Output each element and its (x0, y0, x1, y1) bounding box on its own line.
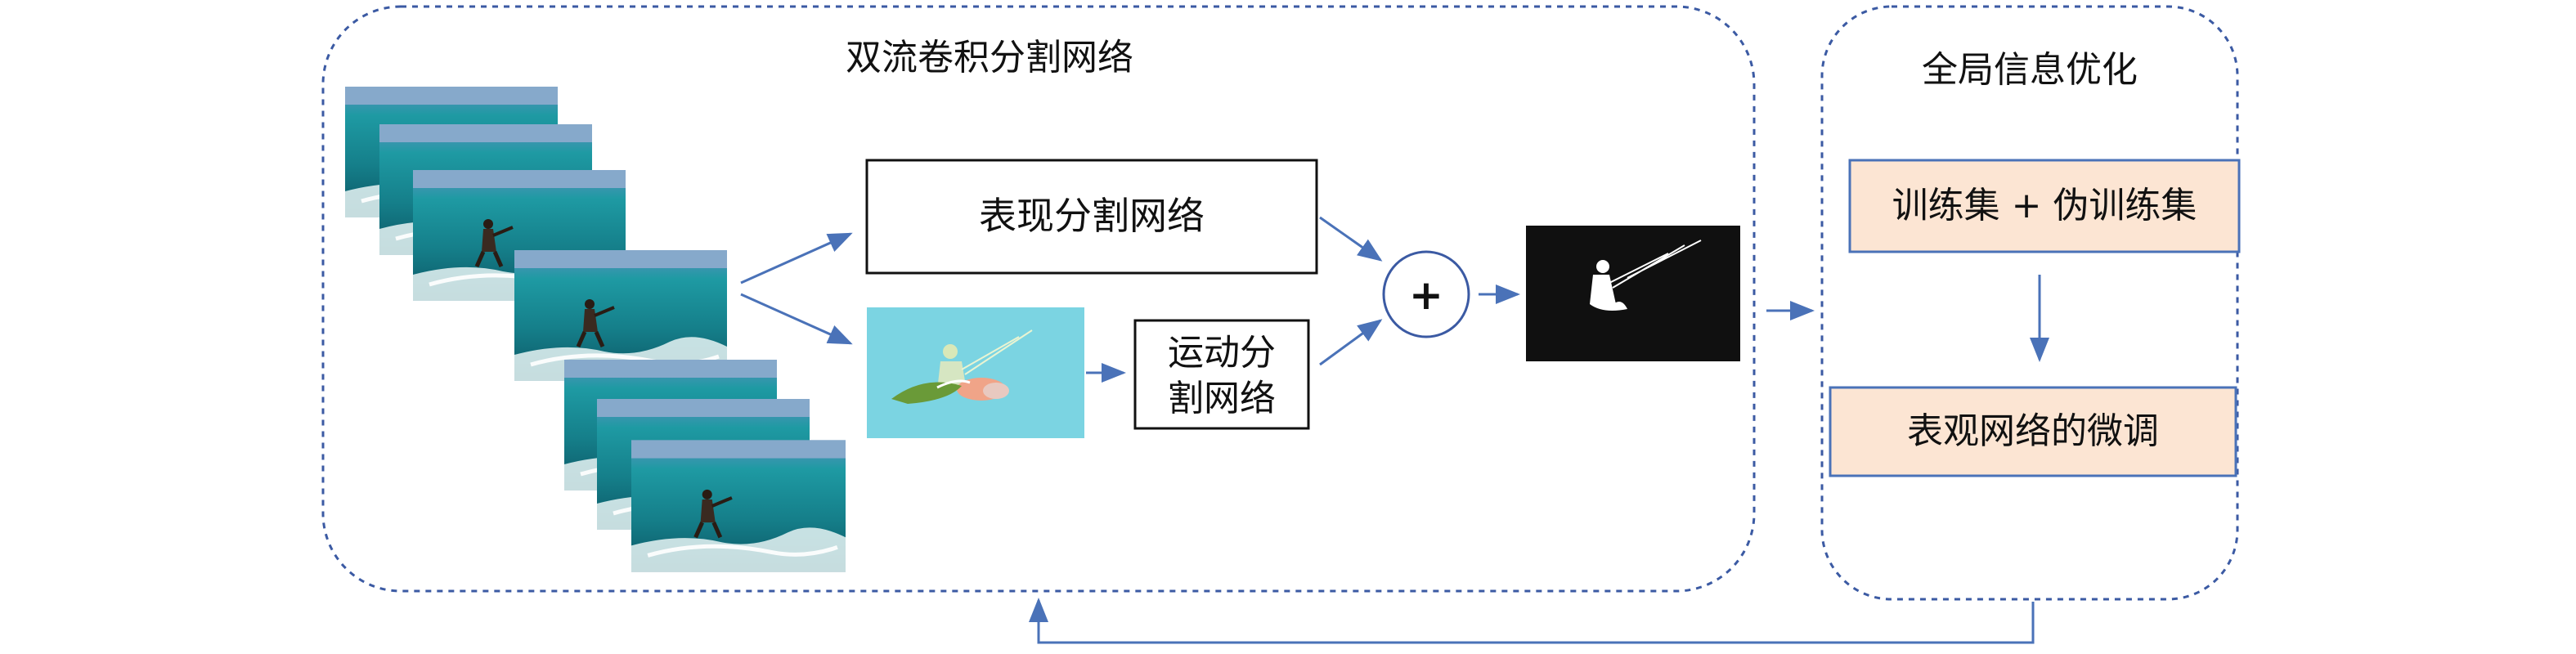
segmentation-mask-image (1526, 226, 1740, 361)
feedback-loop-arrow (1029, 598, 2035, 644)
left-panel-title: 双流卷积分割网络 (846, 37, 1133, 78)
arrow-motion-to-fusion (1319, 319, 1383, 366)
train-set-box (1848, 159, 2241, 253)
fusion-symbol: + (1409, 271, 1443, 319)
right-panel-title: 全局信息优化 (1922, 49, 2138, 91)
train-set-label: 训练集 + 伪训练集 (1892, 185, 2197, 226)
arrow-frames-to-flow (740, 293, 853, 345)
finetune-box (1829, 386, 2237, 477)
motion-net-box (1133, 319, 1310, 430)
finetune-label: 表观网络的微调 (1907, 410, 2159, 452)
appearance-net-box (865, 159, 1318, 275)
left-panel (321, 5, 1756, 593)
motion-net-label-line1: 运动分 (1168, 332, 1276, 374)
optical-flow-image (867, 307, 1084, 438)
arrow-appearance-to-fusion (1319, 216, 1383, 262)
fusion-node (1382, 250, 1470, 338)
arrow-frames-to-appearance (740, 232, 853, 284)
video-frames-stack (345, 87, 846, 572)
right-panel (1820, 5, 2239, 601)
motion-net-label-line2: 割网络 (1168, 378, 1276, 419)
appearance-net-label: 表现分割网络 (979, 194, 1205, 238)
video-frame-7 (631, 440, 846, 571)
